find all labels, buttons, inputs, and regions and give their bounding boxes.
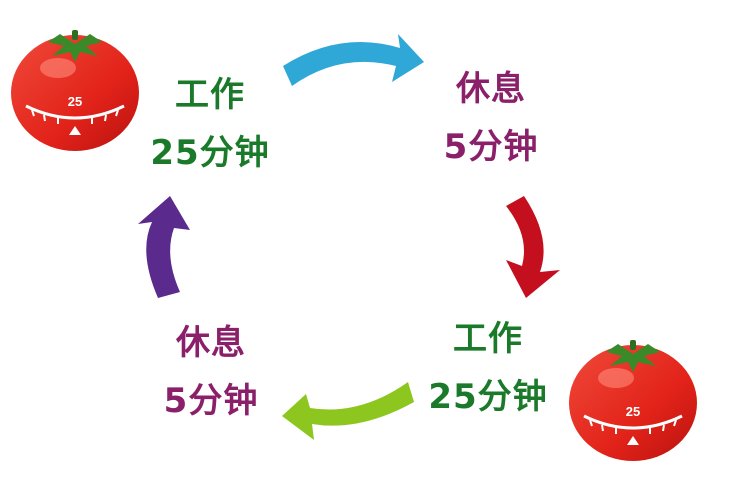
arrow-down-icon (506, 196, 560, 298)
arrow-right-icon (283, 34, 424, 86)
timer-number: 25 (68, 94, 82, 109)
step-duration: 25分钟 (150, 133, 270, 173)
tomato-timer-icon: 25 (11, 30, 139, 151)
step-title: 休息 (456, 69, 526, 109)
step-work-bottom: 工作 25分钟 (418, 322, 558, 414)
step-rest-bottom: 休息 5分钟 (146, 326, 276, 418)
step-title: 休息 (176, 323, 246, 363)
step-title: 工作 (175, 75, 245, 115)
step-duration: 5分钟 (443, 127, 539, 167)
timer-number: 25 (626, 404, 640, 419)
step-duration: 25分钟 (428, 377, 548, 417)
step-work-top: 工作 25分钟 (140, 78, 280, 170)
arrow-left-icon (282, 382, 414, 440)
step-title: 工作 (453, 319, 523, 359)
step-duration: 5分钟 (163, 381, 259, 421)
arrow-up-icon (138, 196, 190, 298)
tomato-timer-icon: 25 (569, 340, 697, 461)
step-rest-top: 休息 5分钟 (426, 72, 556, 164)
